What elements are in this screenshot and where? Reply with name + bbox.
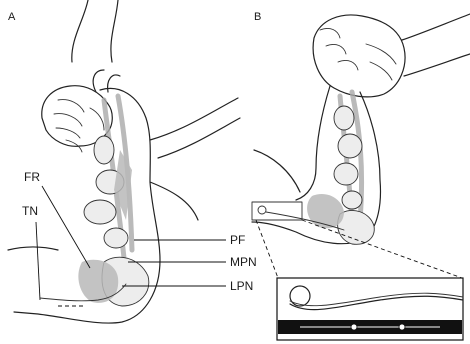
panel-a-leader-tn <box>36 222 40 300</box>
panel-b-loop-small <box>258 206 266 214</box>
panel-b-bone-4 <box>342 191 362 209</box>
panel-b-bone-3 <box>334 163 358 185</box>
label-pf: PF <box>230 233 245 247</box>
panel-b-zoom-line-left <box>256 220 278 278</box>
panel-b-shaded-region <box>307 194 344 228</box>
label-lpn: LPN <box>230 279 253 293</box>
panel-b-forearm-outline <box>402 14 470 76</box>
label-mpn: MPN <box>230 255 257 269</box>
panel-a: A FR TN P <box>8 0 257 323</box>
panel-b-hand <box>313 15 405 97</box>
panel-b-zoom-line-right <box>302 220 462 278</box>
panel-b-bone-2 <box>338 134 362 158</box>
panel-b: B <box>252 11 470 340</box>
panel-b-inset-node-2 <box>399 324 405 330</box>
label-fr: FR <box>24 170 40 184</box>
panel-b-inset-node-1 <box>351 324 357 330</box>
panel-b-bones <box>334 106 374 244</box>
label-tn: TN <box>22 204 38 218</box>
panel-a-bone-4 <box>104 228 128 248</box>
panel-b-bone-1 <box>334 106 354 130</box>
panel-a-bone-3 <box>84 200 116 224</box>
panel-b-letter: B <box>254 11 261 23</box>
panel-b-fingers <box>320 28 396 80</box>
panel-a-leader-fr <box>42 186 90 268</box>
panel-b-inset <box>277 278 463 340</box>
panel-a-letter: A <box>8 11 16 23</box>
panel-a-bone-1 <box>94 136 114 164</box>
panel-a-forearm-outline <box>72 0 240 158</box>
